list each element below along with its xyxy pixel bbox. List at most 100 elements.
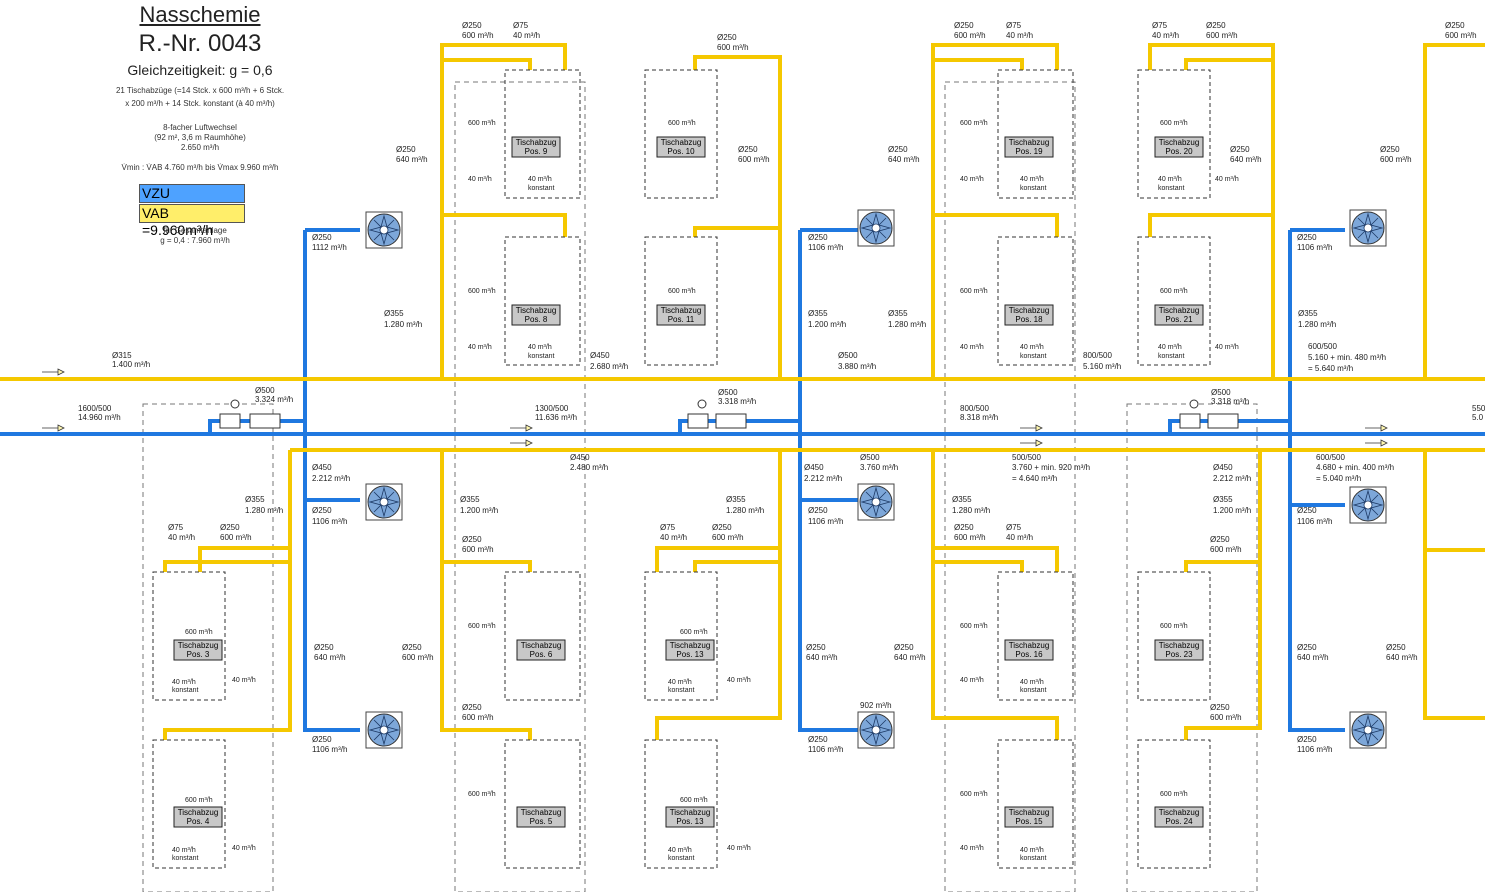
svg-text:Ø250: Ø250	[712, 523, 732, 532]
svg-text:Ø250: Ø250	[954, 21, 974, 30]
svg-text:640 m³/h: 640 m³/h	[1297, 653, 1329, 662]
svg-text:Ø355: Ø355	[1213, 495, 1233, 504]
svg-text:1.280 m³/h: 1.280 m³/h	[888, 320, 926, 329]
svg-text:600 m³/h: 600 m³/h	[1210, 545, 1242, 554]
simultaneity-factor: Gleichzeitigkeit: g = 0,6	[127, 62, 273, 78]
dampers	[219, 399, 1239, 429]
svg-text:konstant: konstant	[1020, 855, 1047, 862]
fan-icon	[857, 209, 895, 247]
svg-text:Ø250: Ø250	[462, 21, 482, 30]
svg-text:Ø250: Ø250	[808, 506, 828, 515]
svg-text:konstant: konstant	[1020, 687, 1047, 694]
svg-text:600 m³/h: 600 m³/h	[668, 288, 696, 295]
svg-text:600 m³/h: 600 m³/h	[1160, 791, 1188, 798]
svg-text:= 5.040 m³/h: = 5.040 m³/h	[1316, 474, 1361, 483]
svg-text:Tischabzug: Tischabzug	[1159, 306, 1200, 315]
svg-text:Ø250: Ø250	[1230, 145, 1250, 154]
svg-text:Ø250: Ø250	[312, 233, 332, 242]
svg-text:3.318 m³/h: 3.318 m³/h	[1211, 397, 1249, 406]
svg-text:600 m³/h: 600 m³/h	[1210, 713, 1242, 722]
svg-text:40 m³/h: 40 m³/h	[1215, 344, 1239, 351]
svg-text:Pos. 19: Pos. 19	[1015, 147, 1043, 156]
svg-text:3.880 m³/h: 3.880 m³/h	[838, 362, 876, 371]
svg-text:5.160 + min. 480 m³/h: 5.160 + min. 480 m³/h	[1308, 353, 1386, 362]
svg-text:40 m³/h: 40 m³/h	[1006, 31, 1033, 40]
flow-arrows	[42, 368, 1388, 447]
svg-text:Tischabzug: Tischabzug	[670, 808, 711, 817]
svg-text:Ø250: Ø250	[402, 643, 422, 652]
svg-text:600 m³/h: 600 m³/h	[1445, 31, 1477, 40]
svg-text:2.212 m³/h: 2.212 m³/h	[804, 474, 842, 483]
svg-text:Pos. 3: Pos. 3	[187, 650, 210, 659]
svg-text:Pos. 6: Pos. 6	[530, 650, 553, 659]
svg-text:Ø250: Ø250	[1297, 735, 1317, 744]
svg-text:1106 m³/h: 1106 m³/h	[1297, 243, 1332, 252]
supply-ducts	[0, 228, 1485, 732]
svg-text:Ø450: Ø450	[804, 463, 824, 472]
svg-text:40 m³/h: 40 m³/h	[172, 847, 196, 854]
svg-text:Ø500: Ø500	[255, 386, 275, 395]
svg-text:Pos. 18: Pos. 18	[1015, 315, 1043, 324]
svg-text:600 m³/h: 600 m³/h	[1160, 288, 1188, 295]
svg-text:600 m³/h: 600 m³/h	[668, 120, 696, 127]
svg-text:Ø355: Ø355	[726, 495, 746, 504]
svg-text:600 m³/h: 600 m³/h	[960, 288, 988, 295]
svg-text:konstant: konstant	[1020, 353, 1047, 360]
room-number: R.-Nr. 0043	[138, 30, 262, 57]
svg-text:Ø450: Ø450	[570, 453, 590, 462]
svg-text:600 m³/h: 600 m³/h	[960, 623, 988, 630]
svg-text:1106 m³/h: 1106 m³/h	[1297, 745, 1332, 754]
svg-text:Tischabzug: Tischabzug	[670, 641, 711, 650]
svg-text:1.200 m³/h: 1.200 m³/h	[460, 506, 498, 515]
svg-text:600 m³/h: 600 m³/h	[954, 31, 986, 40]
svg-text:40 m³/h: 40 m³/h	[468, 344, 492, 351]
svg-text:600/500: 600/500	[1308, 342, 1337, 351]
svg-text:600 m³/h: 600 m³/h	[185, 629, 213, 636]
svg-text:Tischabzug: Tischabzug	[521, 641, 562, 650]
svg-text:600 m³/h: 600 m³/h	[468, 120, 496, 127]
svg-text:600 m³/h: 600 m³/h	[468, 288, 496, 295]
svg-text:40 m³/h: 40 m³/h	[727, 677, 751, 684]
fan-icon	[365, 483, 403, 521]
svg-text:600 m³/h: 600 m³/h	[1160, 120, 1188, 127]
svg-text:40 m³/h: 40 m³/h	[668, 679, 692, 686]
svg-text:Ø355: Ø355	[952, 495, 972, 504]
svg-text:40 m³/h: 40 m³/h	[660, 533, 687, 542]
svg-text:8.318 m³/h: 8.318 m³/h	[960, 413, 998, 422]
svg-text:800/500: 800/500	[1083, 351, 1112, 360]
room-boundaries	[142, 81, 1258, 892]
svg-text:konstant: konstant	[528, 353, 555, 360]
svg-text:1.280 m³/h: 1.280 m³/h	[1298, 320, 1336, 329]
air-change-note: 8-facher Luftwechsel	[163, 123, 237, 132]
svg-text:600 m³/h: 600 m³/h	[468, 791, 496, 798]
exhaust-volume-box: VAB =9.960m³/h	[139, 204, 245, 238]
svg-text:Pos. 11: Pos. 11	[668, 315, 695, 324]
svg-text:Ø355: Ø355	[888, 309, 908, 318]
svg-text:600 m³/h: 600 m³/h	[680, 629, 708, 636]
arrow-icon	[1020, 439, 1043, 447]
svg-text:800/500: 800/500	[960, 404, 989, 413]
svg-text:1300/500: 1300/500	[535, 404, 569, 413]
svg-text:Pos. 4: Pos. 4	[187, 817, 210, 826]
svg-text:3.760 m³/h: 3.760 m³/h	[860, 463, 898, 472]
svg-text:konstant: konstant	[172, 855, 199, 862]
room-size-note: (92 m², 3,6 m Raumhöhe)	[154, 133, 246, 142]
svg-text:1106 m³/h: 1106 m³/h	[312, 517, 347, 526]
svg-text:600 m³/h: 600 m³/h	[462, 713, 494, 722]
svg-text:600 m³/h: 600 m³/h	[220, 533, 252, 542]
hood-boxes-top	[504, 69, 1211, 366]
svg-text:Ø355: Ø355	[384, 309, 404, 318]
svg-text:Pos. 24: Pos. 24	[1165, 817, 1193, 826]
svg-text:Ø75: Ø75	[513, 21, 529, 30]
svg-text:Pos. 23: Pos. 23	[1165, 650, 1193, 659]
svg-text:1.280 m³/h: 1.280 m³/h	[384, 320, 422, 329]
svg-text:1.400 m³/h: 1.400 m³/h	[112, 360, 150, 369]
svg-text:Tischabzug: Tischabzug	[516, 138, 557, 147]
svg-text:600 m³/h: 600 m³/h	[462, 31, 494, 40]
svg-text:600 m³/h: 600 m³/h	[712, 533, 744, 542]
svg-text:Ø250: Ø250	[1297, 643, 1317, 652]
